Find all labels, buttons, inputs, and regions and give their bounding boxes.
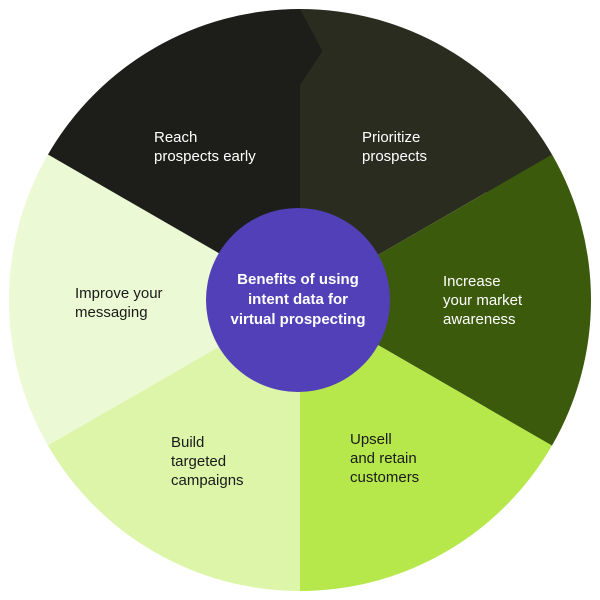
segment-label-upsell-retain: Upsell and retain customers xyxy=(350,431,420,486)
segment-market-awareness xyxy=(300,154,591,446)
center-circle xyxy=(206,208,390,392)
center-title: Benefits of using intent data for virtua… xyxy=(230,271,366,328)
segment-messaging xyxy=(8,154,300,446)
segment-campaigns xyxy=(47,300,301,591)
segment-prioritize xyxy=(300,9,553,300)
segment-label-market-awareness: Increase your market awareness xyxy=(443,273,523,328)
segment-label-prioritize-prospects: Prioritize prospects xyxy=(362,129,428,165)
segment-label-improve-messaging: Improve your messaging xyxy=(75,285,163,321)
segment-label-reach-early: Reach prospects early xyxy=(154,129,256,165)
segment-label-targeted-campaigns: Build targeted campaigns xyxy=(171,434,244,489)
